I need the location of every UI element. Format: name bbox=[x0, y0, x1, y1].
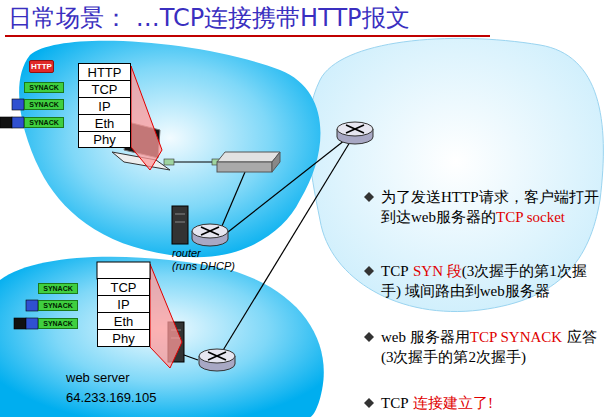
network-clouds bbox=[0, 257, 324, 417]
links bbox=[222, 172, 245, 226]
links bbox=[222, 142, 350, 352]
bullet-item: web 服务器用TCP SYNACK应答(3次握手的第2次握手) bbox=[381, 327, 601, 367]
protocol-layer: Eth bbox=[78, 114, 131, 132]
slide-title: 日常场景： …TCP连接携带HTTP报文 bbox=[8, 2, 410, 34]
empty-layer-box bbox=[97, 262, 150, 279]
layer-label: Phy bbox=[93, 132, 115, 147]
layer-label: SYNACK bbox=[43, 285, 73, 292]
router-label: (runs DHCP) bbox=[172, 260, 235, 272]
router-icon bbox=[192, 224, 228, 246]
layer-label: IP bbox=[117, 297, 129, 312]
dhcp-server bbox=[172, 206, 188, 244]
bullet-markers bbox=[364, 192, 374, 202]
switch bbox=[272, 152, 280, 172]
packet-headers bbox=[26, 300, 38, 311]
layer-label: TCP bbox=[111, 280, 137, 295]
bullet-text: TCP bbox=[381, 395, 409, 411]
layer-label: Eth bbox=[95, 116, 115, 131]
bullet-item: 为了发送HTTP请求，客户端打开到达web服务器的TCP socket bbox=[381, 187, 601, 227]
layer-label: IP bbox=[98, 99, 110, 114]
cable-plugs bbox=[164, 159, 174, 165]
layer-label: TCP bbox=[92, 82, 118, 97]
dhcp-server bbox=[175, 214, 185, 215]
bullet-markers bbox=[364, 192, 374, 408]
switch bbox=[217, 152, 280, 162]
layer-label: SYNACK bbox=[43, 302, 73, 309]
focus-wedges bbox=[131, 66, 162, 170]
synack-segment: SYNACK bbox=[24, 117, 64, 128]
packet-headers bbox=[14, 318, 26, 329]
bullet-text: TCP socket bbox=[496, 209, 565, 225]
network-clouds bbox=[308, 38, 603, 311]
ip-address: 64.233.169.105 bbox=[66, 390, 156, 405]
packet-headers bbox=[12, 117, 24, 128]
layer-label: HTTP bbox=[88, 65, 122, 80]
layer-label: SYNACK bbox=[29, 84, 59, 91]
links bbox=[165, 140, 350, 360]
protocol-layer: IP bbox=[97, 295, 150, 313]
title-underline bbox=[5, 35, 490, 37]
dhcp-server bbox=[172, 206, 188, 244]
network-clouds bbox=[0, 38, 603, 417]
bullet-text: TCP bbox=[381, 263, 409, 279]
server-label: web server bbox=[66, 370, 130, 385]
router-icon bbox=[337, 122, 373, 144]
protocol-layer: TCP bbox=[78, 80, 131, 98]
focus-wedges bbox=[150, 264, 182, 368]
network-clouds bbox=[19, 41, 320, 257]
bullet-item: TCP连接建立了! bbox=[381, 393, 601, 413]
bullet-text: 连接建立了! bbox=[413, 395, 493, 411]
bullet-text: 为了发送HTTP请求，客户端打开到达web服务器的 bbox=[381, 189, 599, 225]
protocol-layer: HTTP bbox=[78, 63, 131, 81]
bullet-markers bbox=[364, 266, 374, 276]
protocol-layer: Phy bbox=[97, 329, 150, 347]
packet-headers bbox=[26, 318, 38, 329]
bullet-text: (3次握手的第1次握手) 域间路由到web服务器 bbox=[381, 263, 587, 299]
bullet-text: SYN 段 bbox=[413, 263, 462, 279]
bullet-text: web 服务器用 bbox=[381, 329, 470, 345]
synack-segment: SYNACK bbox=[38, 283, 78, 294]
layer-label: SYNACK bbox=[29, 101, 59, 108]
synack-segment: SYNACK bbox=[24, 82, 64, 93]
dhcp-server bbox=[175, 222, 185, 223]
layer-label: HTTP bbox=[31, 62, 52, 71]
switch bbox=[217, 162, 272, 172]
router-label: router bbox=[172, 247, 201, 259]
protocol-layer: TCP bbox=[97, 278, 150, 296]
bullet-item: TCPSYN 段(3次握手的第1次握手) 域间路由到web服务器 bbox=[381, 261, 601, 301]
router-icon bbox=[199, 349, 235, 371]
packet-headers bbox=[0, 99, 38, 329]
bullet-markers bbox=[364, 398, 374, 408]
bullet-text: TCP SYNACK bbox=[470, 329, 562, 345]
synack-segment: SYNACK bbox=[38, 318, 78, 329]
cable-plugs bbox=[164, 159, 222, 165]
layer-label: Eth bbox=[114, 314, 134, 329]
protocol-layer: IP bbox=[78, 97, 131, 115]
layer-label: SYNACK bbox=[43, 320, 73, 327]
http-message: HTTP bbox=[29, 60, 54, 73]
switch bbox=[217, 152, 280, 172]
links bbox=[184, 355, 198, 360]
layer-label: Phy bbox=[112, 331, 134, 346]
protocol-layer: Eth bbox=[97, 312, 150, 330]
packet-headers bbox=[12, 99, 24, 110]
synack-segment: SYNACK bbox=[24, 99, 64, 110]
layer-label: SYNACK bbox=[29, 119, 59, 126]
protocol-layer: Phy bbox=[78, 131, 131, 148]
synack-segment: SYNACK bbox=[38, 300, 78, 311]
packet-headers bbox=[0, 117, 12, 128]
bullet-markers bbox=[364, 332, 374, 342]
